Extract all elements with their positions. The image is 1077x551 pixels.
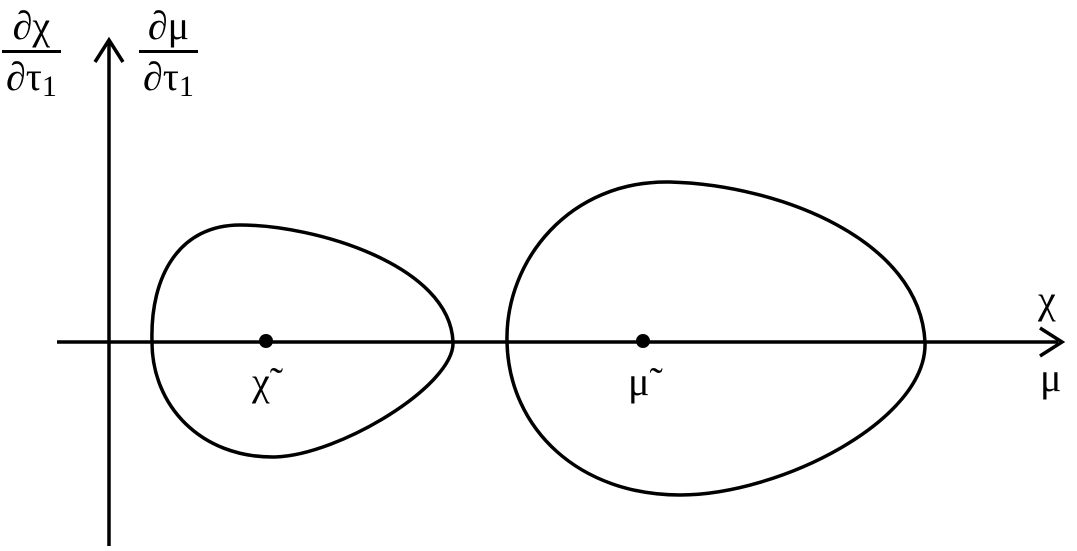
mu-center-point [636,334,650,348]
dmu-denominator: ∂τ1 [143,54,194,103]
dchi-denominator: ∂τ1 [6,54,57,103]
horizontal-axis-arrowhead [1039,326,1066,358]
left-closed-orbit [150,223,455,459]
mu-tilde-label: μ̃ [628,359,650,404]
dchi-numerator: ∂χ [12,3,51,48]
chi-axis-label: χ [1038,277,1056,322]
fraction-bar [2,50,61,53]
dmu-dtau-label: ∂μ ∂τ1 [139,6,198,102]
dchi-dtau-label: ∂χ ∂τ1 [2,6,61,102]
vertical-axis-arrowhead [93,36,125,63]
right-closed-orbit [505,180,927,497]
dmu-numerator: ∂μ [147,3,190,48]
mu-axis-label: μ [1040,355,1062,400]
chi-tilde-label: χ̃ [252,359,270,404]
fraction-bar [139,50,198,53]
chi-center-point [259,334,273,348]
